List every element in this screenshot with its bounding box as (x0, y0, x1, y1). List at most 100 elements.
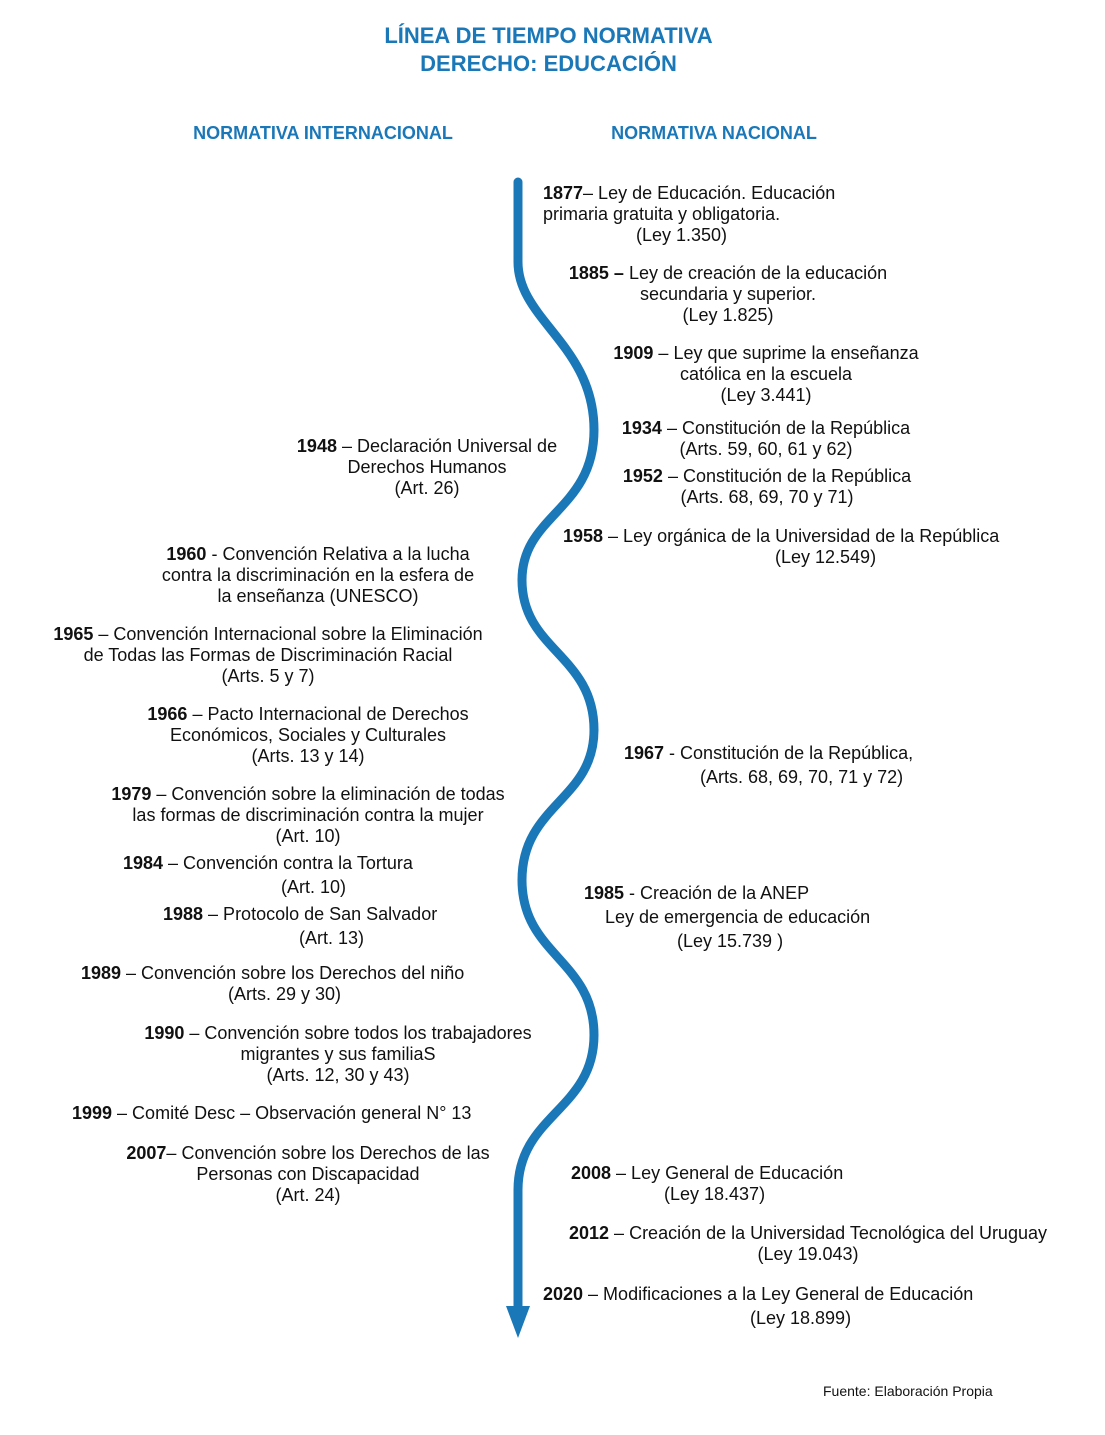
event-text: - Convención Relativa a la lucha (206, 544, 470, 564)
event-text: – Declaración Universal de (336, 436, 558, 456)
event-reference: (Arts. 68, 69, 70 y 71) (680, 487, 854, 507)
event-year: 1985 (584, 883, 625, 903)
event-text: – Convención sobre la eliminación de tod… (151, 784, 505, 804)
event-text: – Convención sobre los Derechos del niño (121, 963, 465, 983)
national-event-1885: 1885 – Ley de creación de la educación s… (569, 263, 887, 326)
event-text: – Constitución de la República (662, 466, 912, 486)
international-event-1965: 1965 – Convención Internacional sobre la… (53, 624, 482, 687)
event-text: – Ley orgánica de la Universidad de la R… (603, 526, 1000, 546)
event-text: contra la discriminación en la esfera de (161, 565, 475, 585)
event-year: 2008 (571, 1163, 612, 1183)
title-line-1: LÍNEA DE TIEMPO NORMATIVA (384, 23, 713, 48)
national-event-1967: 1967 - Constitución de la República, (Ar… (624, 743, 913, 788)
national-event-1909: 1909 – Ley que suprime la enseñanza cató… (613, 343, 918, 406)
event-reference: (Ley 1.825) (682, 305, 774, 325)
international-event-2007: 2007– Convención sobre los Derechos de l… (126, 1143, 489, 1206)
event-year: 2007 (126, 1143, 167, 1163)
event-year: 1934 (621, 418, 662, 438)
event-year: 1960 (166, 544, 207, 564)
event-reference: (Ley 19.043) (757, 1244, 859, 1264)
event-reference: (Arts. 5 y 7) (221, 666, 315, 686)
international-event-1948: 1948 – Declaración Universal de Derechos… (297, 436, 557, 499)
national-event-2020: 2020 – Modificaciones a la Ley General d… (543, 1284, 973, 1329)
event-year: 1909 (613, 343, 654, 363)
event-year: 1984 (123, 853, 164, 873)
event-text: de Todas las Formas de Discriminación Ra… (83, 645, 453, 665)
event-text: – Convención contra la Tortura (163, 853, 413, 873)
timeline-wave-line (513, 177, 599, 1313)
event-reference: (Arts. 59, 60, 61 y 62) (679, 439, 853, 459)
international-event-1979: 1979 – Convención sobre la eliminación d… (111, 784, 504, 847)
national-event-2012: 2012 – Creación de la Universidad Tecnol… (569, 1223, 1047, 1265)
event-text: Ley de creación de la educación (623, 263, 888, 283)
event-reference: (Ley 15.739 ) (677, 931, 784, 951)
event-text: Ley de emergencia de educación (605, 907, 871, 927)
national-event-1985: 1985 - Creación de la ANEP Ley de emerge… (584, 883, 870, 952)
national-event-2008: 2008 – Ley General de Educación (Ley 18.… (571, 1163, 843, 1205)
event-text: – Ley de Educación. Educación (583, 183, 836, 203)
international-event-1966: 1966 – Pacto Internacional de Derechos E… (147, 704, 468, 767)
international-event-1990: 1990 – Convención sobre todos los trabaj… (144, 1023, 531, 1086)
event-reference: (Art. 13) (299, 928, 365, 948)
event-reference: (Arts. 12, 30 y 43) (266, 1065, 410, 1085)
international-event-1999: 1999 – Comité Desc – Observación general… (72, 1103, 471, 1124)
national-event-1952: 1952 – Constitución de la República (Art… (623, 466, 911, 508)
event-text: – Creación de la Universidad Tecnológica… (609, 1223, 1047, 1243)
event-year: 1988 (163, 904, 204, 924)
event-reference: (Art. 10) (281, 877, 347, 897)
event-reference: (Arts. 13 y 14) (251, 746, 365, 766)
event-text: – Convención sobre todos los trabajadore… (184, 1023, 532, 1043)
event-text: secundaria y superior. (639, 284, 817, 304)
source-note: Fuente: Elaboración Propia (823, 1383, 993, 1399)
event-text: católica en la escuela (679, 364, 853, 384)
event-text: - Creación de la ANEP (624, 883, 810, 903)
event-text: - Constitución de la República, (664, 743, 914, 763)
event-reference: (Ley 18.899) (750, 1308, 852, 1328)
national-event-1958: 1958 – Ley orgánica de la Universidad de… (563, 526, 999, 568)
event-text: primaria gratuita y obligatoria. (543, 204, 781, 224)
event-text: las formas de discriminación contra la m… (132, 805, 484, 825)
event-text: migrantes y sus familiaS (240, 1044, 436, 1064)
event-text: – Modificaciones a la Ley General de Edu… (583, 1284, 974, 1304)
event-text: Personas con Discapacidad (196, 1164, 420, 1184)
event-text: la enseñanza (UNESCO) (217, 586, 419, 606)
event-year: 1979 (111, 784, 152, 804)
event-reference: (Ley 12.549) (775, 547, 877, 567)
event-year: 2012 (569, 1223, 610, 1243)
event-text: – Comité Desc – Observación general N° 1… (112, 1103, 472, 1123)
event-year: 1999 (72, 1103, 113, 1123)
event-text: – Constitución de la República (661, 418, 911, 438)
page-title: LÍNEA DE TIEMPO NORMATIVA DERECHO: EDUCA… (0, 22, 1097, 78)
event-text: – Ley que suprime la enseñanza (653, 343, 919, 363)
event-reference: (Arts. 29 y 30) (228, 984, 342, 1004)
event-text: – Convención Internacional sobre la Elim… (93, 624, 483, 644)
event-reference: (Art. 26) (394, 478, 460, 498)
event-year: 1958 (563, 526, 604, 546)
international-event-1960: 1960 - Convención Relativa a la lucha co… (162, 544, 474, 607)
event-year: 1966 (147, 704, 188, 724)
title-line-2: DERECHO: EDUCACIÓN (420, 51, 677, 76)
national-event-1877: 1877– Ley de Educación. Educación primar… (543, 183, 835, 246)
event-reference: (Ley 18.437) (664, 1184, 766, 1204)
event-year: 1952 (622, 466, 663, 486)
event-year: 2020 (543, 1284, 584, 1304)
column-header-national: NORMATIVA NACIONAL (611, 123, 817, 143)
event-text: – Ley General de Educación (611, 1163, 844, 1183)
event-text: – Protocolo de San Salvador (203, 904, 438, 924)
international-event-1984: 1984 – Convención contra la Tortura (Art… (123, 853, 413, 898)
event-text: Derechos Humanos (347, 457, 507, 477)
international-event-1988: 1988 – Protocolo de San Salvador (Art. 1… (163, 904, 437, 949)
event-year: 1877 (543, 183, 584, 203)
international-event-1989: 1989 – Convención sobre los Derechos del… (81, 963, 464, 1005)
event-reference: (Art. 24) (275, 1185, 341, 1205)
event-text: – Convención sobre los Derechos de las (166, 1143, 490, 1163)
event-year: 1965 (53, 624, 94, 644)
event-reference: (Ley 3.441) (720, 385, 812, 405)
event-year: 1885 – (568, 263, 624, 283)
event-text: – Pacto Internacional de Derechos (187, 704, 469, 724)
event-reference: (Ley 1.350) (636, 225, 728, 245)
event-year: 1990 (144, 1023, 185, 1043)
event-year: 1948 (296, 436, 337, 456)
timeline-arrow-head (506, 1306, 530, 1338)
event-text: Económicos, Sociales y Culturales (169, 725, 447, 745)
